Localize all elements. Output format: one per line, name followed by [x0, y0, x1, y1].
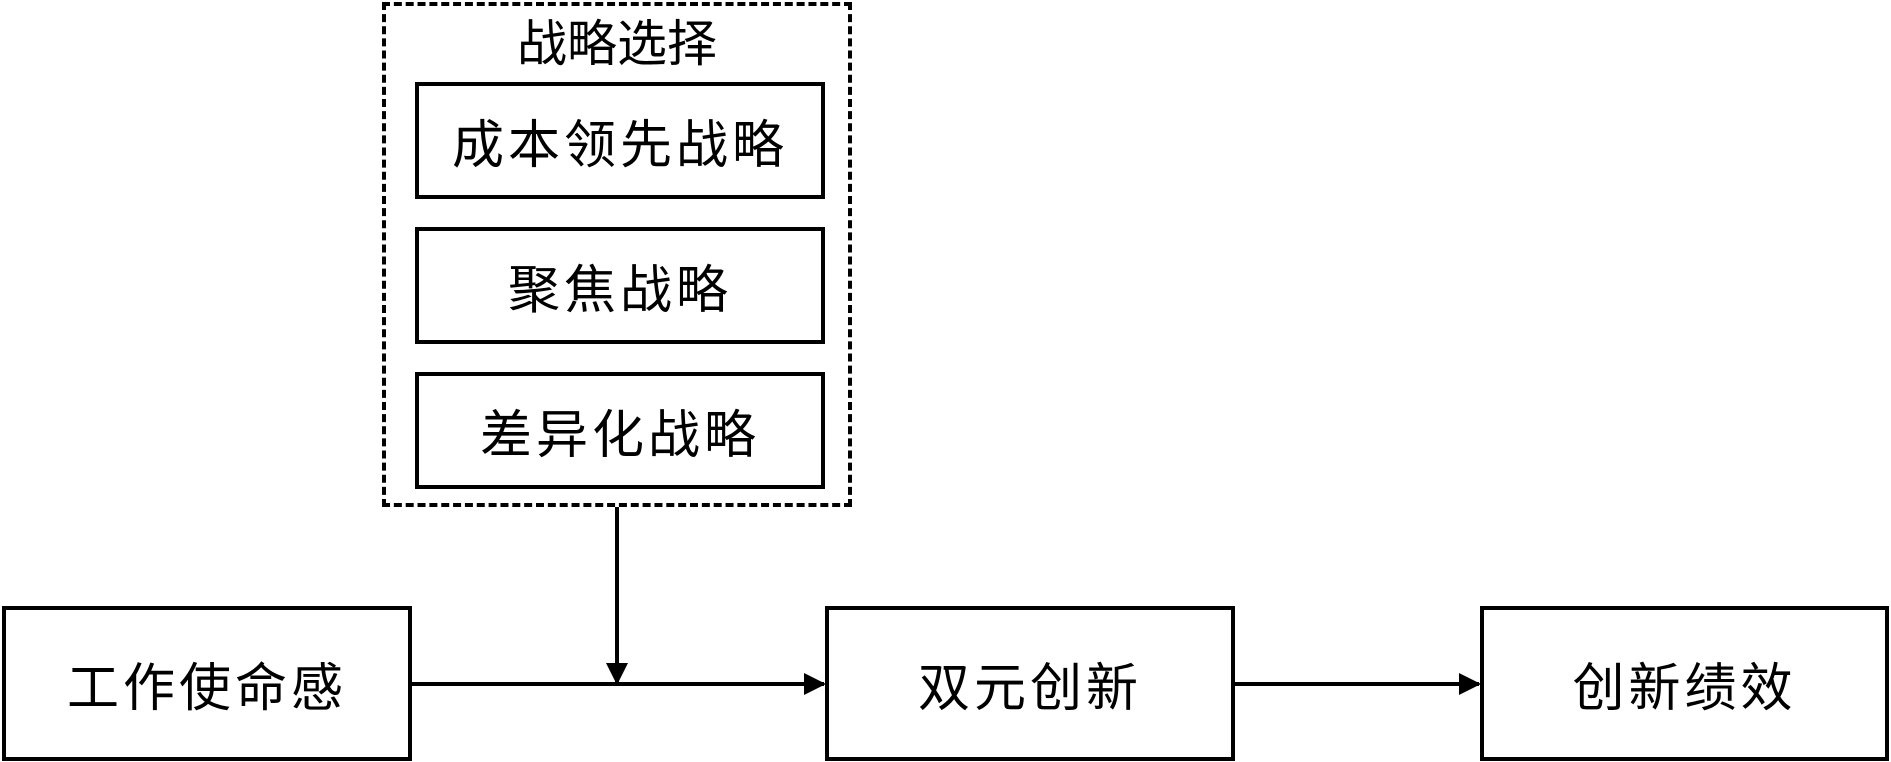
cost-leadership-strategy-box: 成本领先战略 — [415, 82, 825, 199]
focus-strategy-box: 聚焦战略 — [415, 227, 825, 344]
work-mission-label: 工作使命感 — [66, 659, 347, 719]
dual-innovation-label: 双元创新 — [917, 659, 1142, 719]
strategy-group-title: 战略选择 — [517, 15, 717, 73]
focus-strategy-label: 聚焦战略 — [507, 261, 732, 321]
work-mission-box: 工作使命感 — [2, 606, 412, 761]
innovation-performance-box: 创新绩效 — [1480, 606, 1889, 761]
strategy-selection-group: 战略选择 — [382, 2, 852, 507]
differentiation-strategy-box: 差异化战略 — [415, 372, 825, 489]
differentiation-strategy-label: 差异化战略 — [479, 406, 760, 466]
innovation-performance-label: 创新绩效 — [1572, 659, 1797, 719]
cost-leadership-strategy-label: 成本领先战略 — [451, 116, 788, 176]
dual-innovation-box: 双元创新 — [825, 606, 1235, 761]
